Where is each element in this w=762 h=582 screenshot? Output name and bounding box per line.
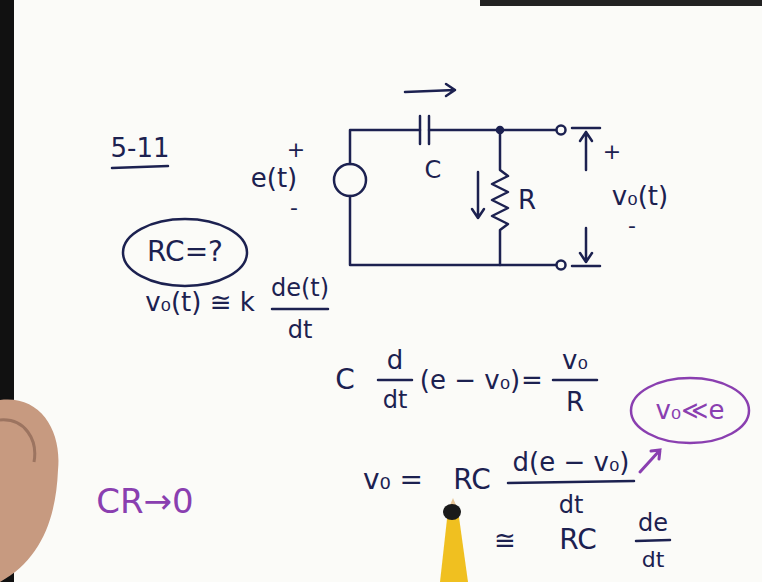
terminal — [557, 126, 566, 135]
handwritten-label: - — [628, 214, 636, 238]
handwritten-label: d — [387, 346, 404, 375]
capacitor-symbol — [420, 116, 429, 144]
underline — [112, 166, 168, 168]
circled-text: RC=? — [121, 237, 249, 268]
handwritten-label: - — [290, 196, 298, 220]
fraction-bar — [272, 308, 328, 311]
small-arrow — [640, 450, 660, 472]
circuit — [112, 84, 670, 541]
fraction-bar — [378, 379, 412, 382]
voltage-source — [334, 164, 366, 196]
handwritten-label: e(t) — [251, 164, 297, 193]
voltage-arrow — [572, 228, 600, 266]
pencil-hand-shadow — [443, 504, 461, 520]
circled-note: v₀≪e — [629, 376, 751, 445]
fraction-bar — [636, 540, 670, 541]
handwritten-label: d(e − v₀) — [513, 448, 630, 477]
voltage-arrow — [572, 128, 600, 170]
handwritten-label: CR→0 — [96, 483, 193, 520]
hand — [0, 420, 35, 462]
pencil — [440, 510, 468, 582]
handwritten-label: ≅ — [494, 526, 516, 555]
wire — [429, 129, 556, 132]
handwritten-label: R — [518, 186, 536, 215]
handwritten-label: dt — [383, 387, 408, 413]
handwritten-label: (e − v₀) — [420, 366, 520, 395]
handwritten-label: RC — [559, 525, 597, 556]
handwritten-label: dt — [559, 492, 584, 518]
wire — [350, 130, 420, 164]
handwritten-label: C — [335, 365, 355, 396]
dark-edge — [480, 0, 762, 6]
handwritten-label: dt — [642, 548, 665, 572]
fraction-bar — [553, 379, 597, 382]
handwritten-label: C — [425, 157, 442, 183]
handwritten-label: + — [603, 140, 621, 164]
handwritten-label: de(t) — [271, 275, 329, 301]
handwritten-label: de — [638, 510, 668, 536]
handwritten-label: v₀(t) ≅ k — [145, 288, 255, 317]
terminal — [557, 261, 566, 270]
handwritten-label: + — [287, 138, 305, 162]
handwritten-label: v₀ = — [363, 465, 423, 496]
handwritten-label: = — [521, 366, 543, 395]
handwritten-label: v₀ — [562, 346, 588, 375]
circled-text: v₀≪e — [629, 396, 751, 425]
hand — [0, 400, 58, 582]
circled-note: RC=? — [121, 217, 249, 288]
current-arrow — [472, 172, 484, 218]
handwritten-label: 5-11 — [110, 134, 169, 163]
handwritten-label: dt — [288, 317, 313, 343]
current-arrow — [405, 84, 455, 96]
handwritten-label: v₀(t) — [612, 182, 668, 211]
handwritten-label: RC — [453, 465, 491, 496]
fraction-bar — [508, 481, 634, 483]
annotation — [640, 450, 660, 472]
resistor-symbol — [492, 130, 508, 265]
handwritten-label: R — [566, 388, 584, 417]
